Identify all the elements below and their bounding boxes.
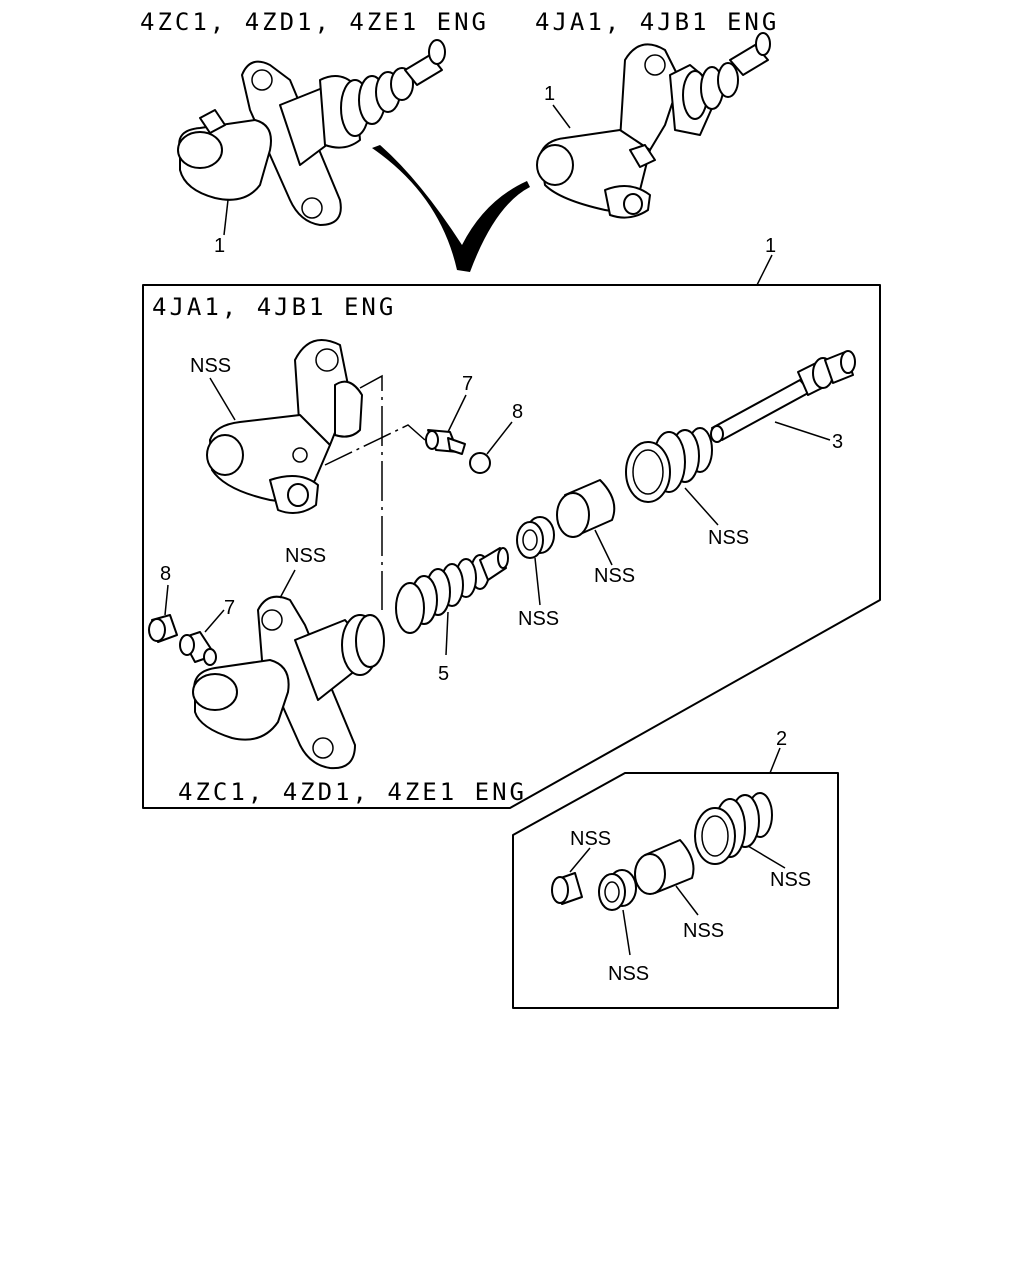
callout-nss-upper-body: NSS xyxy=(190,355,231,377)
leader-7-top xyxy=(447,394,467,433)
callout-box2-piston: NSS xyxy=(683,920,724,942)
leader-nss-upper xyxy=(209,377,236,421)
slave-cylinder-top-right xyxy=(536,32,771,219)
push-rod xyxy=(710,350,856,443)
bleeder-cap-top xyxy=(469,452,491,474)
kit-boot xyxy=(694,792,773,865)
dust-boot xyxy=(625,427,713,503)
leader-8-top xyxy=(486,421,513,455)
slave-cylinder-top-left xyxy=(177,39,446,226)
leader-box2-piston xyxy=(675,885,699,916)
callout-3: 3 xyxy=(832,431,843,453)
guide-line-bleeder xyxy=(324,424,426,466)
callout-box2: 2 xyxy=(776,728,787,750)
callout-box2-bushing: NSS xyxy=(570,828,611,850)
leader-nss-lower xyxy=(279,569,296,599)
spring-assembly xyxy=(395,547,509,634)
leader-5 xyxy=(445,611,449,656)
slave-cylinder-body-upper xyxy=(206,339,363,515)
bleeder-screw-top xyxy=(425,429,466,455)
callout-top-left-1: 1 xyxy=(214,235,225,257)
kit-piston xyxy=(634,839,695,895)
leader-8-bottom xyxy=(164,584,169,616)
header-box1-top: 4JA1, 4JB1 ENG xyxy=(152,293,396,321)
header-top-left: 4ZC1, 4ZD1, 4ZE1 ENG xyxy=(140,8,489,36)
leader-top-left-1 xyxy=(223,199,229,236)
header-top-right: 4JA1, 4JB1 ENG xyxy=(535,8,779,36)
callout-box2-boot: NSS xyxy=(770,869,811,891)
leader-box2 xyxy=(769,747,781,774)
leader-box2-bushing xyxy=(569,847,591,873)
piston-seal xyxy=(516,516,555,559)
header-box1-bottom: 4ZC1, 4ZD1, 4ZE1 ENG xyxy=(178,778,527,806)
leader-box2-seal xyxy=(622,909,631,956)
bleeder-screw-bottom xyxy=(179,631,217,666)
callout-nss-boot: NSS xyxy=(708,527,749,549)
kit-bushing xyxy=(551,872,583,905)
leader-nss-boot xyxy=(684,487,719,526)
callout-7-bottom: 7 xyxy=(224,597,235,619)
callout-nss-piston: NSS xyxy=(594,565,635,587)
callout-box1: 1 xyxy=(765,235,776,257)
slave-cylinder-body-lower xyxy=(192,595,385,770)
callout-top-right-1: 1 xyxy=(544,83,555,105)
piston xyxy=(556,479,616,538)
leader-top-right-1 xyxy=(552,104,571,129)
guide-line-vertical xyxy=(359,374,383,610)
merge-arrow xyxy=(372,145,530,272)
leader-nss-piston xyxy=(594,529,613,566)
callout-nss-lower-body: NSS xyxy=(285,545,326,567)
leader-7-bottom xyxy=(204,609,225,633)
callout-7-top: 7 xyxy=(462,373,473,395)
callout-box2-seal: NSS xyxy=(608,963,649,985)
leader-nss-seal xyxy=(534,557,541,606)
callout-8-top: 8 xyxy=(512,401,523,423)
callout-5: 5 xyxy=(438,663,449,685)
callout-nss-seal: NSS xyxy=(518,608,559,630)
kit-seal xyxy=(598,869,637,911)
leader-box2-boot xyxy=(747,845,786,869)
box-2-outline xyxy=(512,772,839,1009)
leader-3 xyxy=(774,421,831,441)
bleeder-cap-bottom xyxy=(148,614,178,643)
leader-box1 xyxy=(756,254,773,286)
callout-8-bottom: 8 xyxy=(160,563,171,585)
